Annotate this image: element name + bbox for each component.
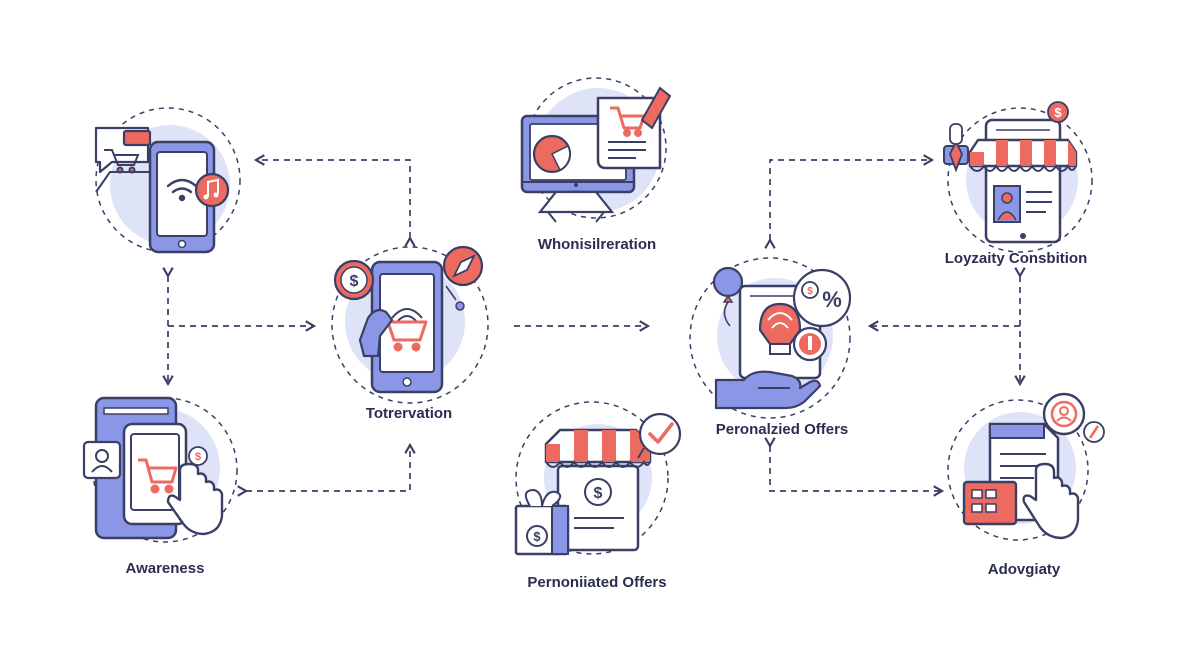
node-awareness: $ (82, 396, 238, 543)
smartphone-icon (370, 260, 444, 394)
user-badge-icon (1042, 392, 1086, 436)
dollar-coin-icon: $ (188, 446, 208, 466)
label-pernoniiated-offers: Pernoniiated Offers (527, 574, 667, 591)
wifi-icon (166, 178, 198, 202)
compass-icon (442, 245, 484, 311)
svg-text:$: $ (594, 485, 603, 502)
percent-badge-icon: $ % (792, 268, 852, 328)
hand-icon (358, 308, 394, 358)
lightbulb-icon (758, 302, 802, 355)
shopping-cart-icon (386, 320, 428, 352)
connector-awareness-to-totrervation (237, 442, 416, 497)
wifi-arcs (391, 308, 423, 323)
storefront-icon (968, 138, 1078, 172)
node-pernoniiated-offers: $ $ (514, 401, 682, 556)
shopping-cart-icon (138, 458, 178, 494)
shopping-cart-icon (610, 106, 646, 137)
connector-offers-to-advocacy (764, 437, 945, 497)
balloon-icon (712, 266, 744, 327)
svg-text:$: $ (807, 286, 813, 297)
node-whonisilreration (520, 77, 672, 223)
hand-icon (714, 370, 822, 410)
music-note-icon (194, 172, 230, 208)
pen-icon (1083, 421, 1105, 443)
svg-text:$: $ (195, 451, 201, 463)
person-icon (993, 185, 1052, 223)
node-totrervation: $ (331, 245, 489, 404)
label-whonisilreration: Whonisilreration (537, 236, 657, 253)
svg-text:$: $ (350, 273, 359, 290)
gift-box-icon: $ (514, 488, 570, 556)
calendar-icon (962, 480, 1018, 526)
svg-text:$: $ (533, 529, 541, 544)
connectors (162, 154, 1026, 497)
svg-text:$: $ (1054, 105, 1062, 120)
hand-sparkle-icon (943, 123, 969, 173)
dollar-coin-icon: $ (1047, 101, 1069, 123)
pen-icon (640, 86, 672, 130)
label-loyalty: Loyzaity Consbition (944, 250, 1088, 267)
dollar-coin-icon: $ (333, 259, 375, 301)
checkmark-badge-icon (637, 412, 682, 459)
tablet-icon (984, 118, 1062, 244)
node-loyalty: $ (943, 101, 1093, 253)
svg-text:%: % (822, 287, 842, 312)
label-awareness: Awareness (125, 560, 205, 577)
label-totrervation: Totrervation (365, 405, 453, 422)
pie-badge (532, 134, 572, 174)
info-badge-icon (792, 326, 828, 362)
label-advocacy: Adovgiaty (987, 561, 1061, 578)
connector-offers-to-loyalty (764, 154, 935, 249)
node-personalized-offers: $ % (689, 257, 852, 419)
node-advocacy (947, 392, 1105, 541)
storefront-icon: $ (544, 428, 652, 552)
node-top-left (94, 107, 241, 254)
pointing-hand-icon (1022, 462, 1080, 540)
user-icon (82, 440, 122, 480)
label-personalized-offers: Peronalzied Offers (715, 421, 849, 438)
connector-top-left-to-totrervation (253, 154, 416, 247)
